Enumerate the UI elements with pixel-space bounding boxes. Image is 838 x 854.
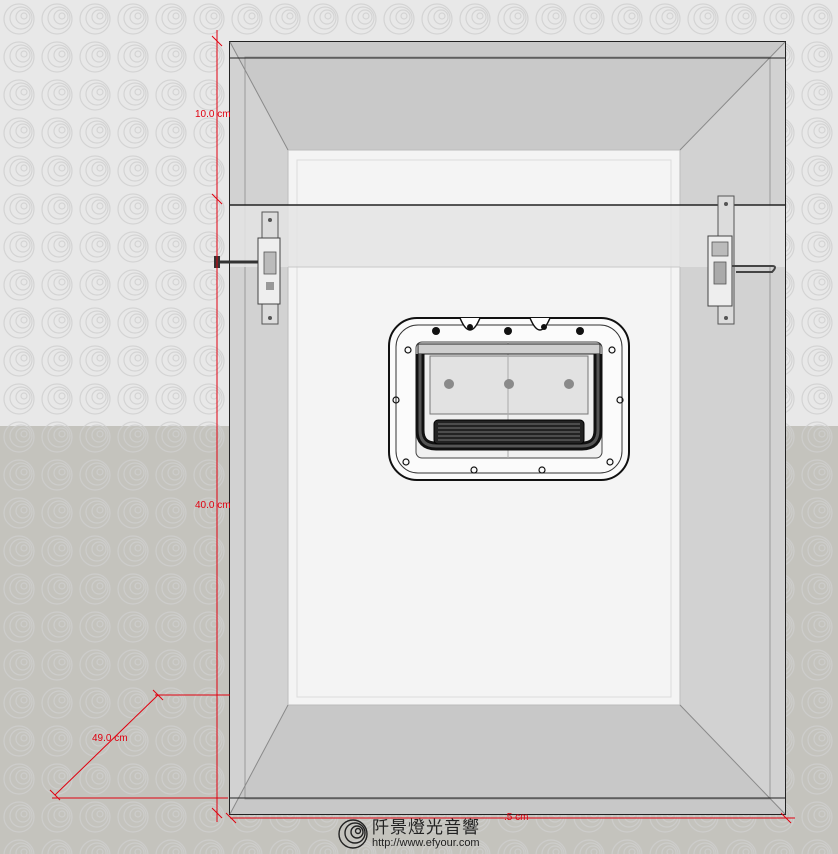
perspective-line-tl (229, 41, 289, 151)
case-top-face (230, 42, 785, 150)
dimension-lines (49, 30, 795, 824)
perspective-line-br (679, 704, 786, 815)
dim-depth-line (54, 694, 159, 796)
dim-label-depth: 49.0 cm (92, 733, 128, 744)
perspective-line-tr (679, 41, 786, 151)
perspective-line-bl (229, 704, 289, 815)
dim-label-width: .5 cm (504, 812, 529, 823)
watermark-name: 阡景燈光音響 (372, 818, 480, 838)
dim-label-height-main: 40.0 cm (195, 500, 231, 511)
recessed-handle-icon (388, 317, 630, 481)
case-bottom-face (230, 705, 785, 814)
case-inner-frame (244, 56, 771, 800)
watermark-text: 阡景燈光音響 http://www.efyour.com (372, 819, 480, 849)
watermark: 阡景燈光音響 http://www.efyour.com (336, 815, 506, 853)
latch-left-icon (214, 211, 281, 325)
latch-right-icon (707, 195, 776, 325)
case-back-panel-inner (296, 159, 672, 698)
case-right-face (680, 42, 785, 814)
flight-case (229, 41, 786, 815)
watermark-url: http://www.efyour.com (372, 837, 480, 849)
watermark-logo-icon (338, 819, 368, 849)
case-left-face (230, 42, 288, 814)
lid-band (230, 205, 785, 267)
dim-label-height-top: 10.0 cm (195, 109, 231, 120)
